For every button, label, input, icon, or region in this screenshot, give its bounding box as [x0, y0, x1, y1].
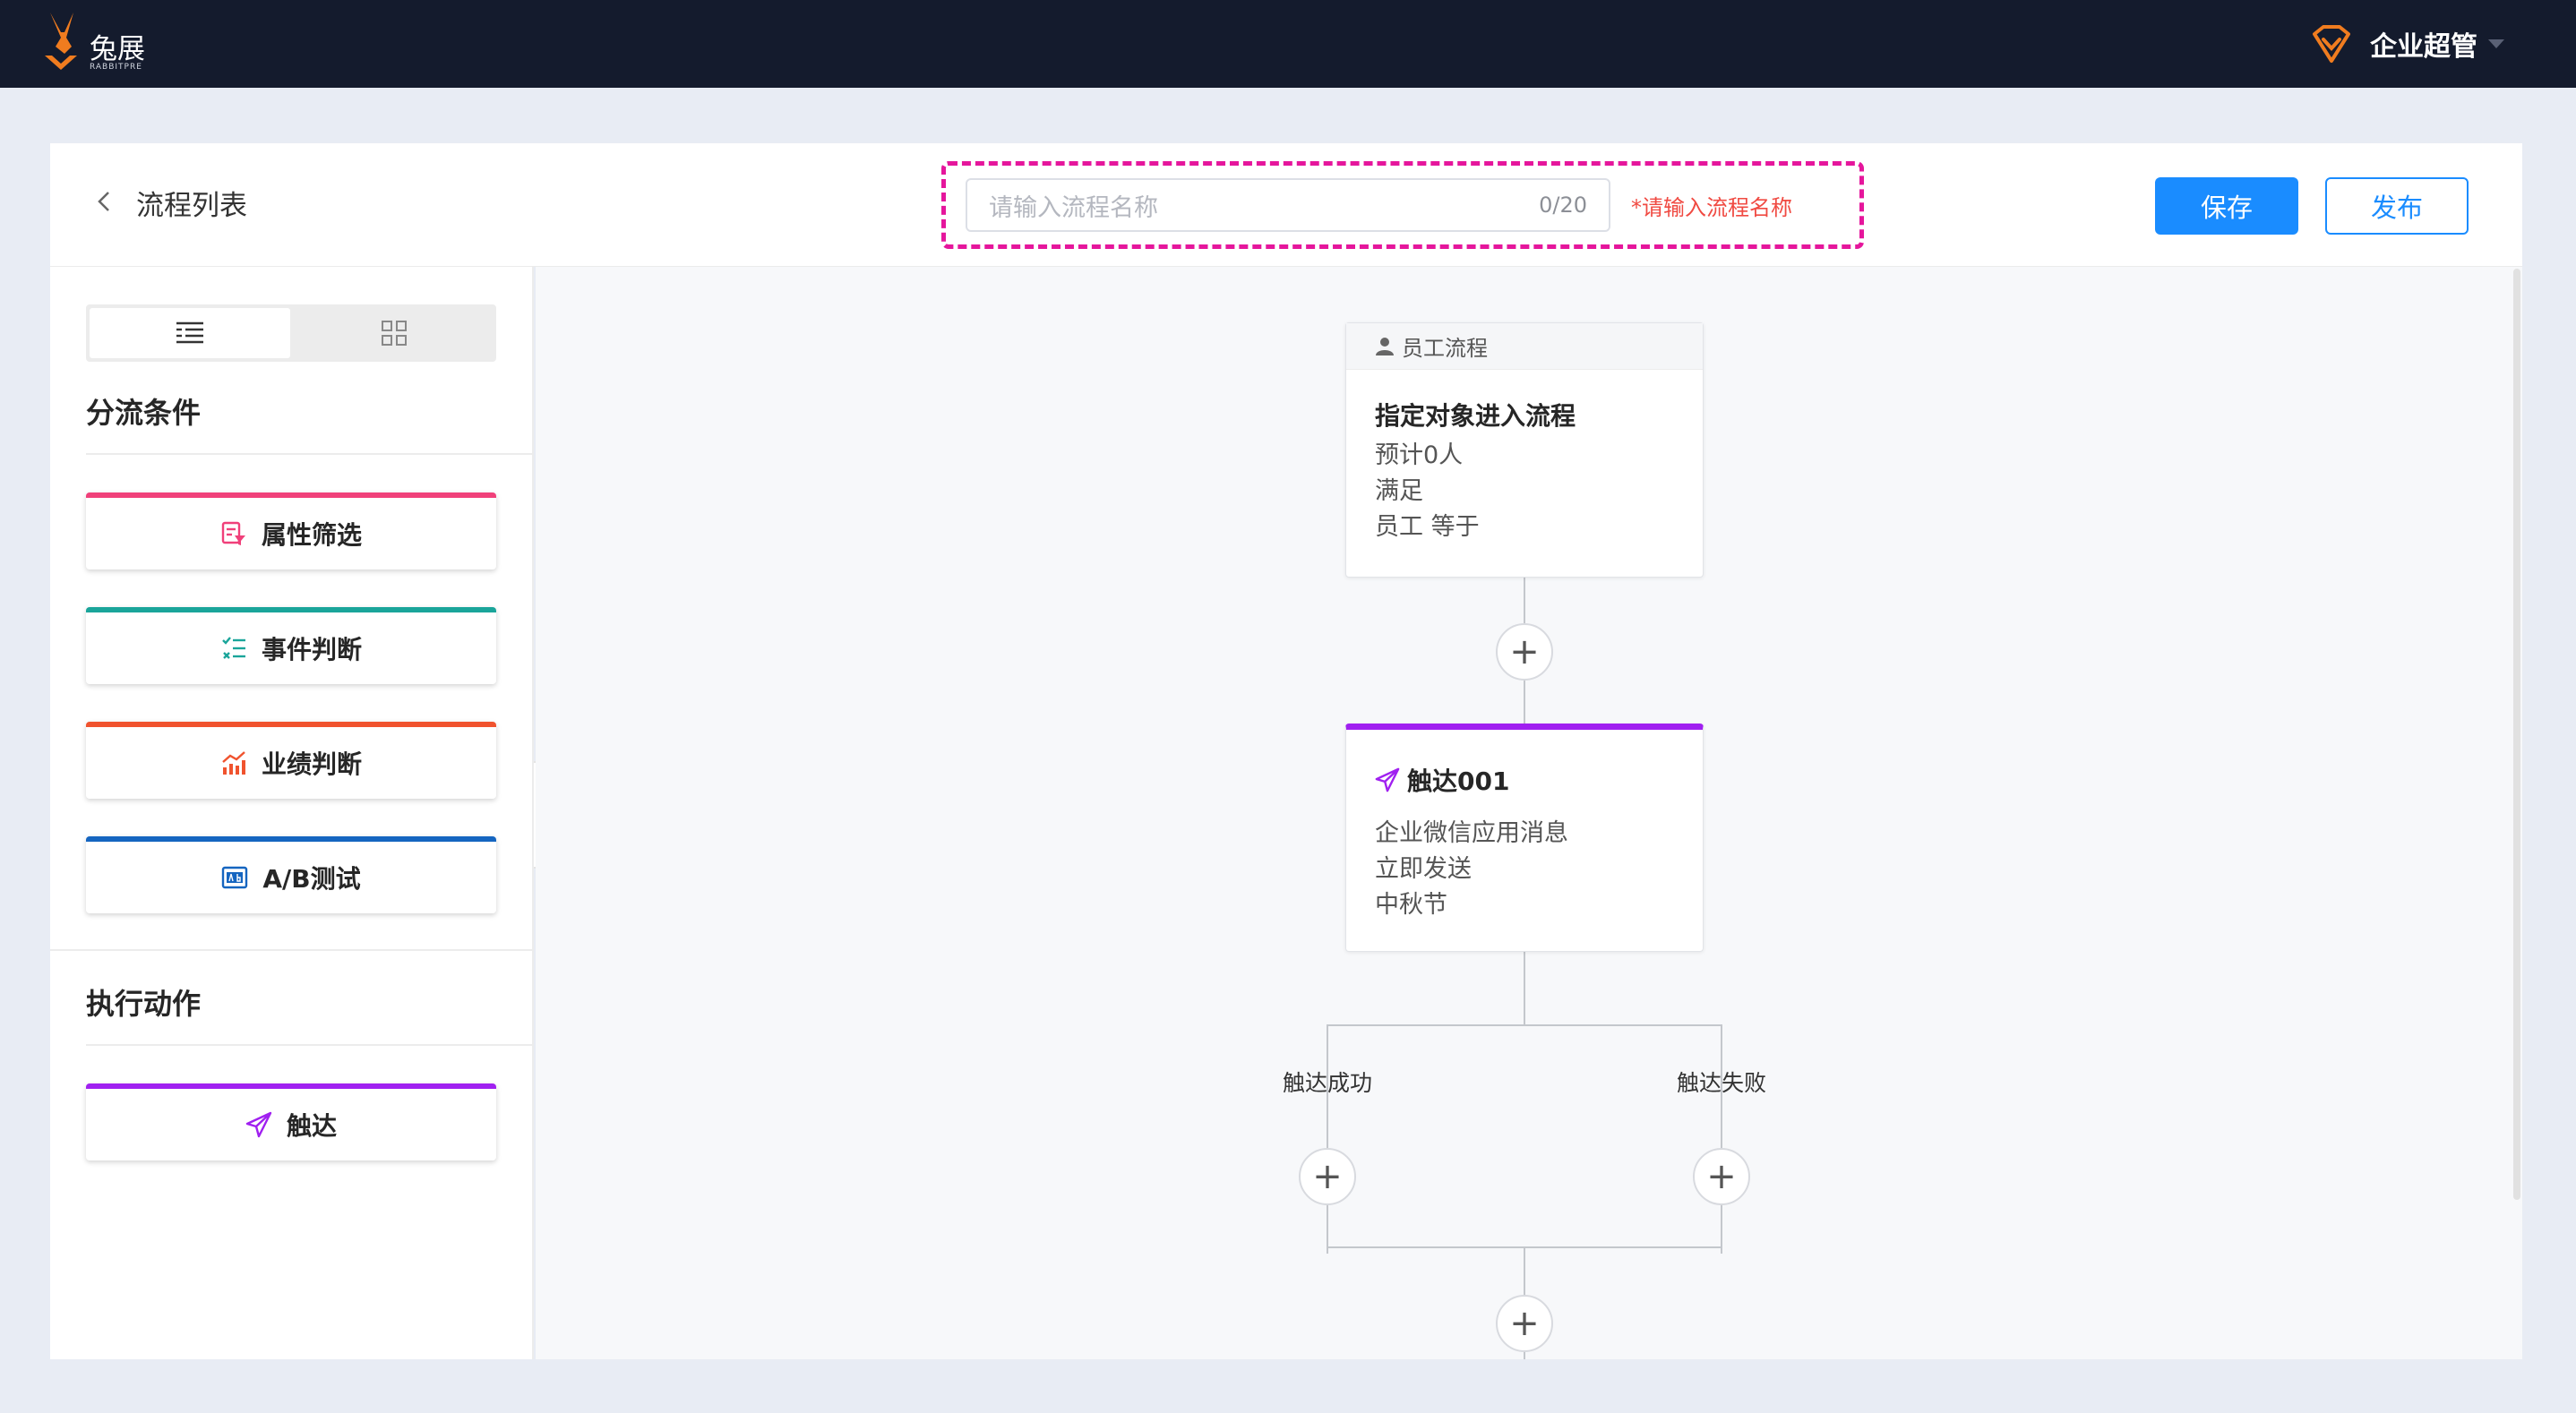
flow-name-highlight: 请输入流程名称 0/20 *请输入流程名称	[941, 161, 1864, 249]
chevron-left-icon[interactable]	[91, 188, 118, 215]
component-sidebar: 分流条件 属性筛选 事件判断 业绩判断	[50, 267, 534, 1359]
performance-chart-icon	[222, 751, 245, 775]
touch-node[interactable]: 触达001 企业微信应用消息 立即发送 中秋节	[1345, 724, 1704, 952]
condition-label: A/B测试	[262, 864, 361, 894]
add-step-button[interactable]: +	[1496, 1295, 1553, 1352]
list-view-icon	[176, 321, 203, 344]
condition-card-ab-test[interactable]: A/B测试	[86, 836, 496, 913]
account-name: 企业超管	[2370, 31, 2477, 63]
branch-label-success: 触达成功	[1283, 1070, 1373, 1096]
brand-subtitle: RABBITPRE	[90, 63, 142, 72]
back-to-flow-list[interactable]: 流程列表	[136, 190, 247, 222]
canvas-scrollbar[interactable]	[2513, 269, 2520, 1200]
actions-section-title: 执行动作	[86, 987, 202, 1021]
ab-test-icon	[222, 866, 248, 889]
section-divider	[86, 453, 534, 455]
action-card-touch[interactable]: 触达	[86, 1083, 496, 1160]
start-node-line: 预计0人	[1375, 441, 1464, 469]
user-icon	[1376, 337, 1394, 355]
list-view-toggle[interactable]	[90, 308, 290, 358]
event-check-icon	[222, 637, 245, 659]
grid-view-toggle[interactable]	[294, 308, 494, 358]
grid-view-icon	[382, 321, 407, 346]
start-node-line: 满足	[1375, 477, 1423, 505]
paper-plane-icon	[245, 1111, 272, 1138]
add-step-failure-button[interactable]: +	[1693, 1148, 1750, 1205]
conditions-section-title: 分流条件	[86, 396, 202, 430]
flow-name-placeholder: 请输入流程名称	[989, 193, 1158, 222]
start-node-header: 员工流程	[1402, 336, 1488, 361]
account-menu[interactable]: 企业超管	[2309, 20, 2504, 68]
paper-plane-icon	[1375, 767, 1400, 792]
condition-card-event-check[interactable]: 事件判断	[86, 607, 496, 684]
section-divider	[86, 1044, 534, 1046]
action-label: 触达	[286, 1111, 337, 1141]
condition-label: 事件判断	[261, 635, 362, 664]
attribute-filter-icon	[221, 521, 245, 545]
branch-label-failure: 触达失败	[1677, 1070, 1767, 1096]
view-toggle	[86, 304, 496, 362]
flow-name-counter: 0/20	[1539, 193, 1587, 218]
condition-card-attribute-filter[interactable]: 属性筛选	[86, 492, 496, 569]
save-button[interactable]: 保存	[2155, 177, 2298, 235]
start-node-line: 员工 等于	[1375, 513, 1480, 541]
chevron-down-icon	[2488, 39, 2504, 48]
condition-label: 业绩判断	[261, 749, 362, 779]
touch-node-line: 立即发送	[1375, 855, 1472, 883]
condition-label: 属性筛选	[261, 520, 362, 550]
touch-node-line: 中秋节	[1375, 891, 1447, 919]
start-node-title: 指定对象进入流程	[1375, 401, 1576, 431]
diamond-badge-icon	[2313, 25, 2350, 63]
brand-name: 兔展	[90, 33, 145, 65]
publish-button[interactable]: 发布	[2325, 177, 2469, 235]
section-divider	[50, 949, 534, 951]
add-step-button[interactable]: +	[1496, 623, 1553, 681]
rabbit-logo-icon	[45, 13, 77, 70]
start-node[interactable]: 员工流程 指定对象进入流程 预计0人 满足 员工 等于	[1345, 322, 1704, 578]
condition-card-performance-check[interactable]: 业绩判断	[86, 722, 496, 799]
touch-node-line: 企业微信应用消息	[1375, 819, 1568, 847]
flow-editor-header: 流程列表 请输入流程名称 0/20 *请输入流程名称 保存 发布	[50, 143, 2522, 267]
flow-name-input[interactable]: 请输入流程名称 0/20	[966, 178, 1610, 232]
top-bar: 兔展 RABBITPRE 企业超管	[0, 0, 2576, 88]
flow-name-error: *请输入流程名称	[1631, 195, 1792, 220]
add-step-success-button[interactable]: +	[1299, 1148, 1356, 1205]
touch-node-title: 触达001	[1407, 766, 1510, 796]
